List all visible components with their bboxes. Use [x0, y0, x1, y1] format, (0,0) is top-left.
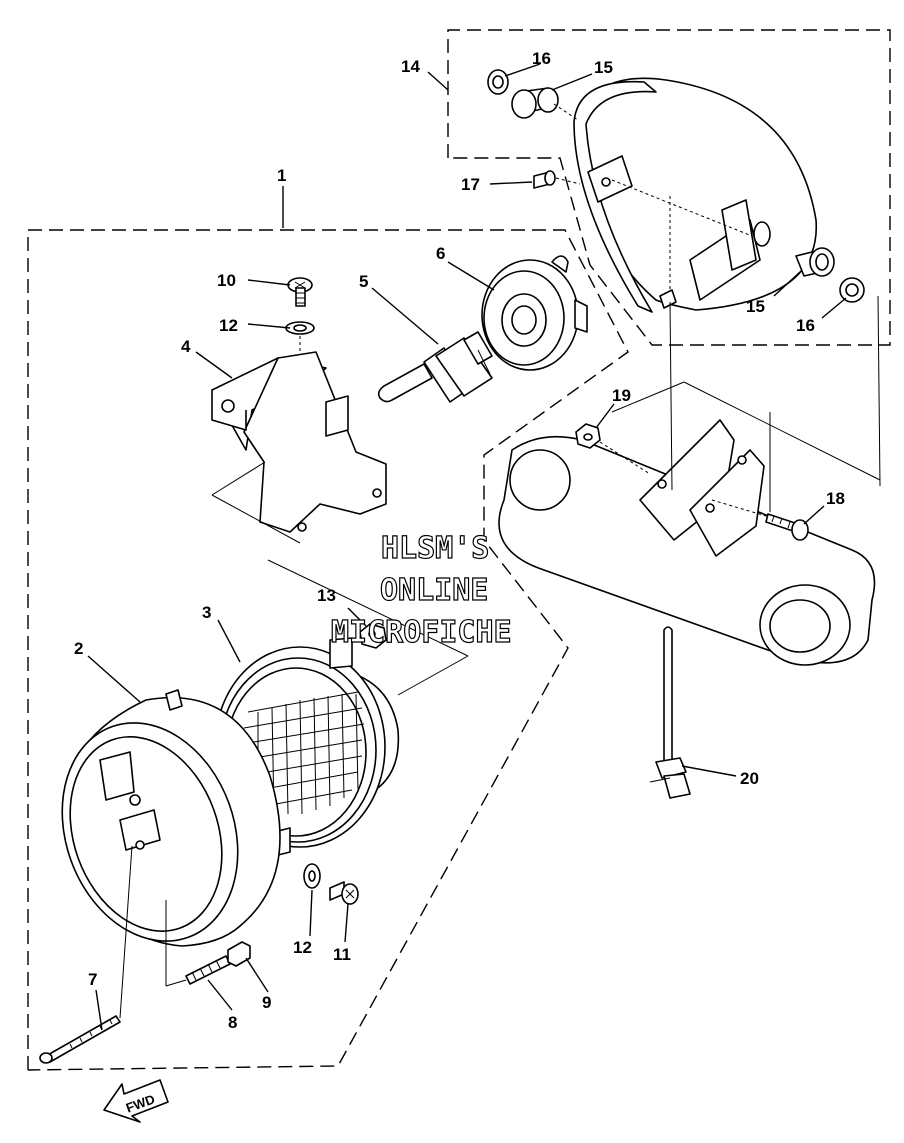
callout-6: 6	[436, 244, 445, 263]
part-15-collar-top	[511, 87, 559, 119]
part-19-nut	[575, 423, 601, 449]
part-5-bulb	[377, 331, 493, 403]
watermark-line-1: HLSM'S	[381, 531, 489, 566]
part-10-screw	[287, 277, 313, 307]
part-4-bracket	[211, 351, 387, 544]
callout-19: 19	[612, 386, 631, 405]
assembly-1-boundary	[27, 229, 629, 1071]
part-12-lock-washer-lower	[303, 863, 321, 889]
part-16-grommet-top	[487, 69, 509, 95]
watermark-line-3: MICROFICHE	[331, 615, 512, 650]
leader-lines	[87, 63, 847, 1031]
callout-1: 1	[277, 166, 286, 185]
part-13-nut	[359, 623, 387, 649]
part-16-grommet-right	[839, 277, 865, 303]
fwd-direction-arrow: FWD	[103, 1079, 169, 1123]
assembly-14-boundary	[447, 29, 891, 346]
part-14-housing	[573, 77, 817, 313]
part-12-lock-washer-top	[285, 321, 315, 335]
callout-11: 11	[333, 945, 351, 964]
callout-17: 17	[461, 175, 480, 194]
watermark: HLSM'S ONLINE MICROFICHE	[330, 530, 512, 650]
callout-3: 3	[202, 603, 211, 622]
callout-20: 20	[740, 769, 759, 788]
part-7-adjuster-screw	[39, 1015, 121, 1064]
callout-16-top: 16	[532, 49, 551, 68]
callout-2: 2	[74, 639, 83, 658]
part-8-spring	[185, 955, 231, 985]
callout-15-top: 15	[594, 58, 613, 77]
part-20-cable-tie	[649, 626, 691, 799]
part-2-rim	[61, 689, 281, 947]
callout-18: 18	[826, 489, 845, 508]
callout-13: 13	[317, 586, 336, 605]
part-15-collar-right	[795, 247, 835, 277]
part-11-screw	[329, 881, 359, 905]
part-6-socket-cover	[481, 255, 588, 371]
fork-crown-bracket	[498, 295, 881, 666]
callout-12-top: 12	[219, 316, 238, 335]
callout-7: 7	[88, 970, 97, 989]
part-17-screw	[533, 170, 556, 189]
watermark-line-2: ONLINE	[380, 573, 488, 608]
callout-12-lower: 12	[293, 938, 312, 957]
callout-9: 9	[262, 993, 271, 1012]
callout-10: 10	[217, 271, 236, 290]
part-18-bolt	[765, 513, 809, 541]
callout-labels: 1 2 3 4 5 6 7 8 9 10 11 12 12 13 14 15 1…	[74, 49, 845, 1032]
callout-16-right: 16	[796, 316, 815, 335]
callout-5: 5	[359, 272, 368, 291]
part-9-nut	[227, 941, 251, 967]
callout-15-right: 15	[746, 297, 765, 316]
callout-14: 14	[401, 57, 420, 76]
callout-4: 4	[181, 337, 191, 356]
callout-8: 8	[228, 1013, 237, 1032]
